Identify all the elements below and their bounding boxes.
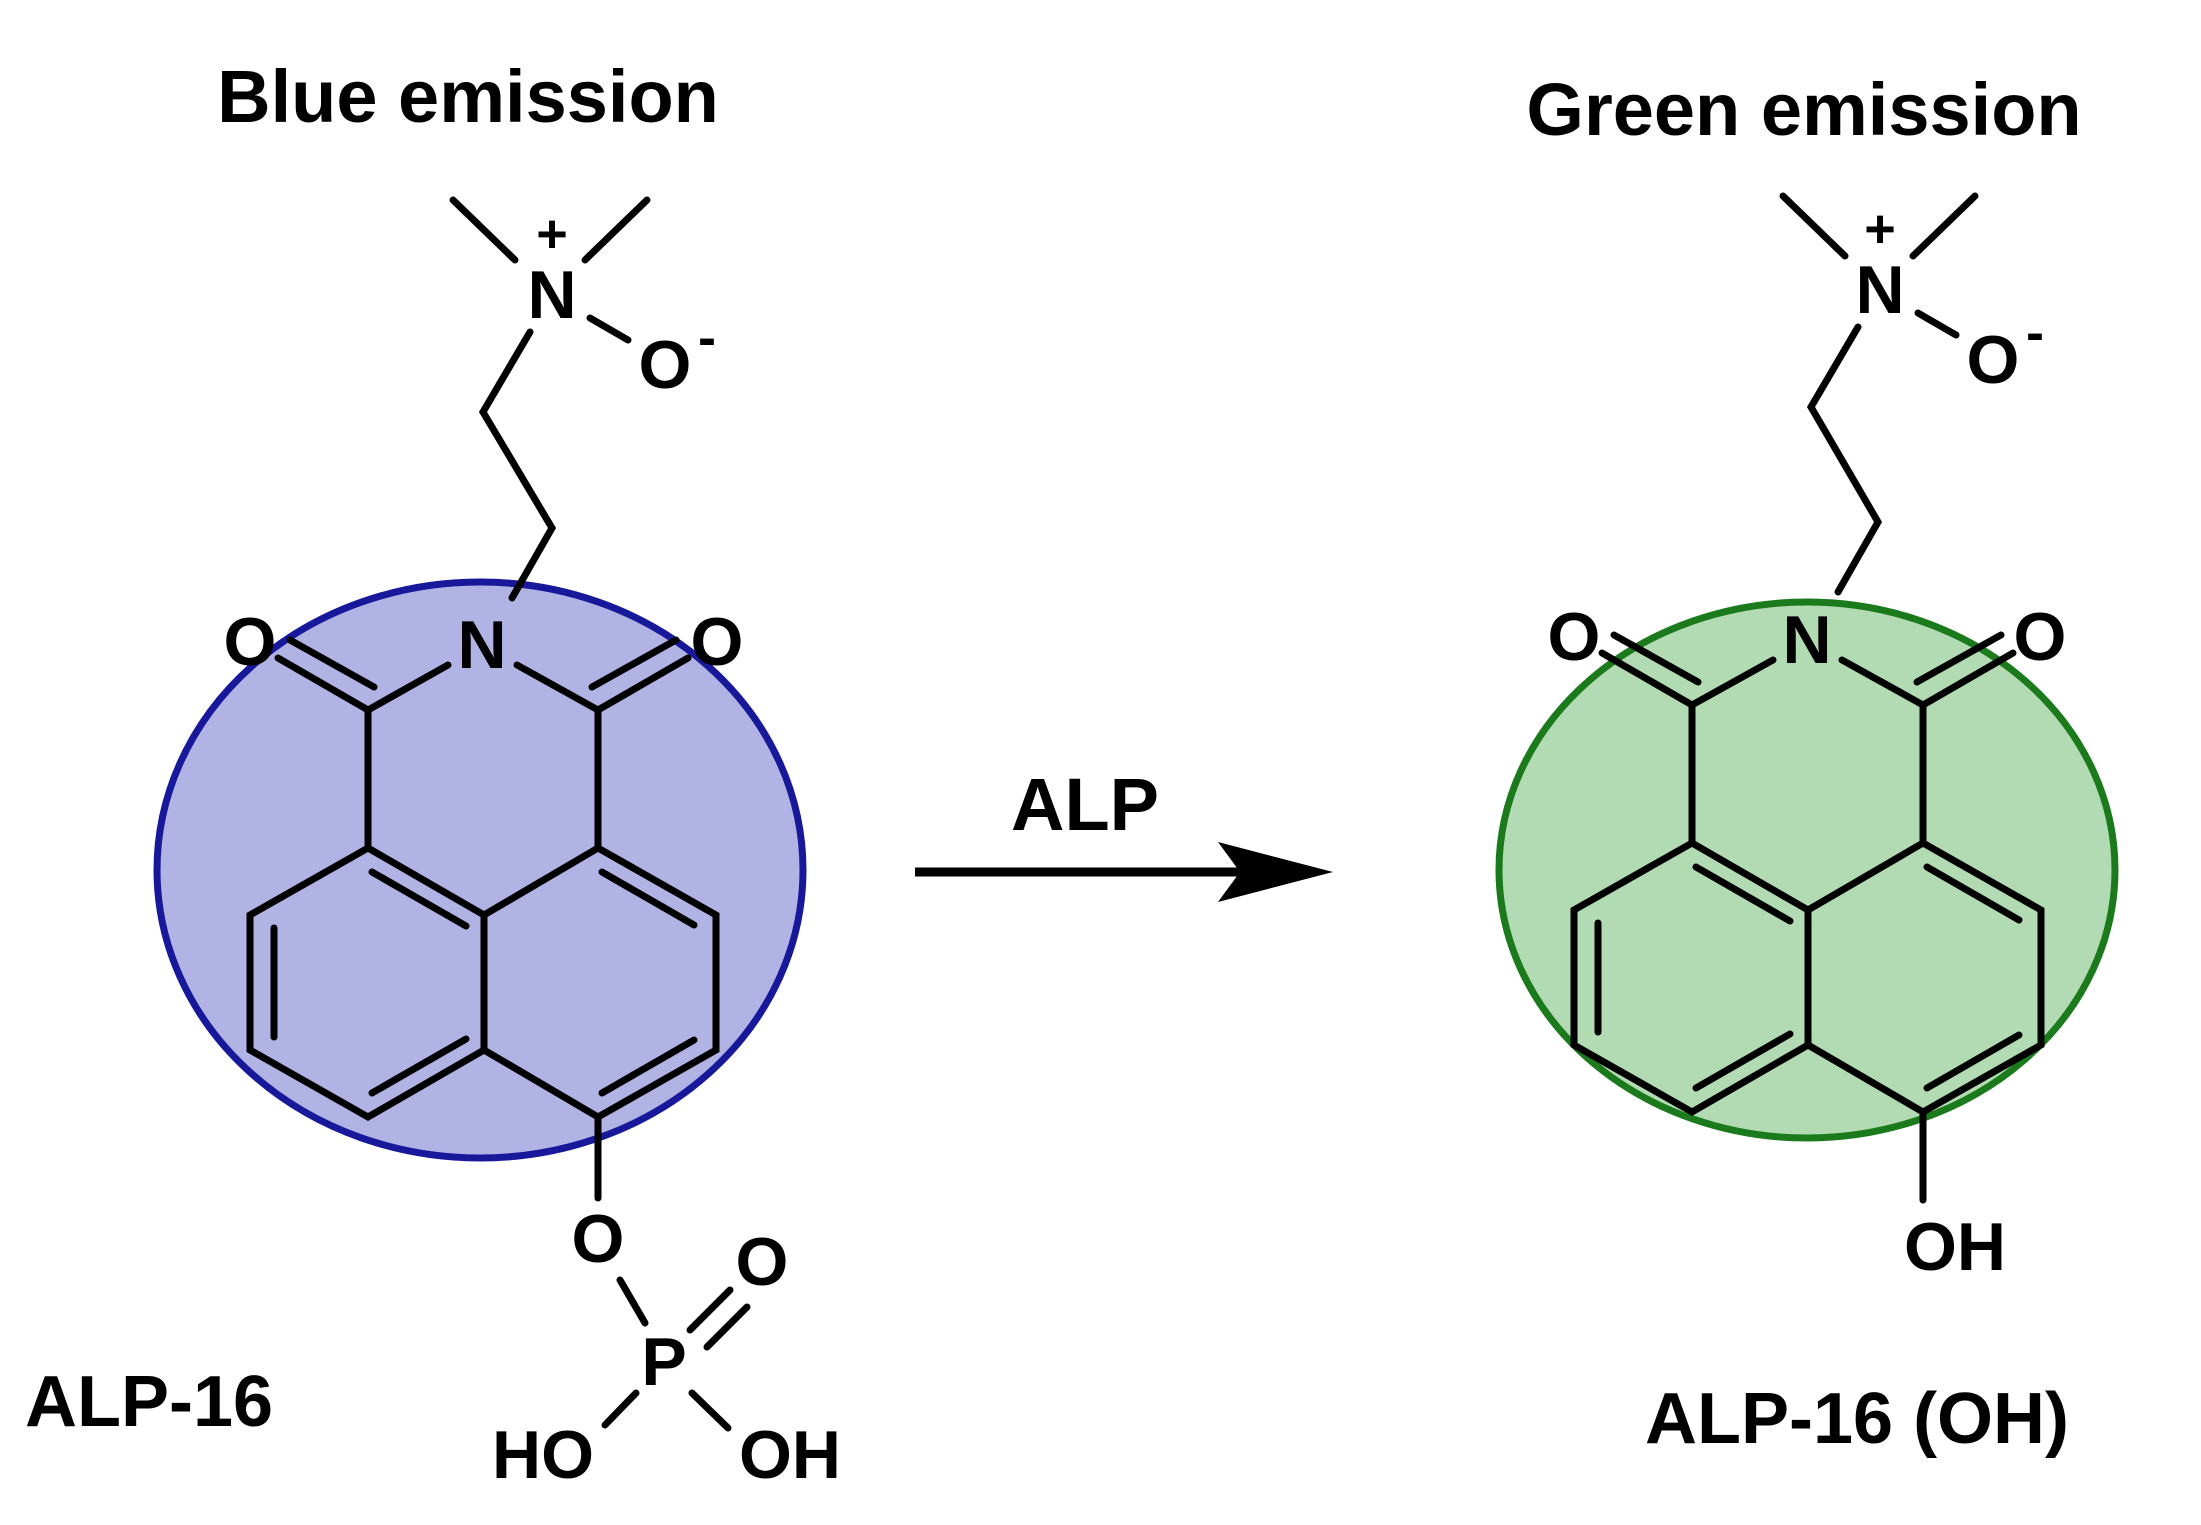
alp16-structure: Blue emission + N O - N O O O	[25, 55, 841, 1493]
carbonyl-left-bond-a	[274, 654, 372, 714]
aromatic-double-bond	[1692, 1030, 1794, 1092]
blue-emission-highlight	[153, 578, 807, 1162]
aromatic-double-bond	[598, 1036, 698, 1097]
n-methyl-bond-left	[1779, 192, 1849, 260]
carbonyl-oxygen-right: O	[691, 604, 744, 680]
ether-oxygen: O	[572, 1201, 625, 1277]
n-oxide-plus-charge: +	[536, 204, 568, 264]
hydroxyl-left: HO	[492, 1417, 594, 1493]
hydroxyl-right: OH	[739, 1417, 841, 1493]
p-o-double-bond-a	[686, 1286, 734, 1334]
compound-label-alp16-oh: ALP-16 (OH)	[1645, 1379, 2069, 1459]
carbonyl-right-bond-b	[1913, 631, 2005, 686]
carbonyl-left-bond-b	[1610, 631, 1702, 686]
ethylene-linker	[1806, 323, 1883, 596]
n-methyl-bond-right	[581, 196, 651, 264]
n-oxide-oxygen: O	[1967, 322, 2020, 398]
imide-bond-left	[364, 661, 452, 714]
carbonyl-oxygen-left: O	[1548, 599, 1601, 675]
arrow-head-icon	[1218, 842, 1333, 902]
ethylene-linker	[478, 328, 557, 602]
alp16-oh-structure: Green emission + N O - N O O OH	[1495, 68, 2119, 1459]
imide-bond-right	[1838, 656, 1927, 709]
carbonyl-oxygen-left: O	[224, 604, 277, 680]
aromatic-double-bond	[1923, 1031, 2023, 1092]
n-oxide-nitrogen: N	[527, 257, 576, 333]
reaction-arrow: ALP	[915, 763, 1333, 902]
aromatic-double-bond	[1923, 863, 2023, 924]
phosphorus-atom: P	[641, 1324, 686, 1400]
phosphoryl-oxygen: O	[736, 1224, 789, 1300]
carbonyl-left-bond-b	[286, 636, 378, 691]
arrow-label-alp: ALP	[1011, 763, 1159, 846]
p-oh-bond-right	[688, 1389, 732, 1432]
n-methyl-bond-left	[449, 196, 519, 264]
aromatic-double-bond	[1692, 863, 1794, 925]
imide-bond-left	[1688, 656, 1777, 709]
n-methyl-bond-right	[1909, 192, 1979, 260]
carbonyl-right-bond-a	[594, 654, 692, 714]
n-oxide-nitrogen: N	[1855, 252, 1904, 328]
n-o-bond	[1914, 309, 1960, 339]
n-o-bond	[586, 314, 632, 344]
n-oxide-oxygen: O	[639, 327, 692, 403]
n-oxide-plus-charge: +	[1864, 199, 1896, 259]
p-o-double-bond-b	[703, 1303, 751, 1351]
carbonyl-left-bond-a	[1598, 649, 1696, 709]
n-oxide-minus-charge: -	[2026, 303, 2044, 363]
n-oxide-minus-charge: -	[698, 308, 716, 368]
blue-emission-heading: Blue emission	[217, 55, 719, 138]
hydroxyl-group: OH	[1904, 1209, 2006, 1285]
imide-bond-right	[513, 661, 602, 714]
aromatic-double-bond	[368, 1035, 470, 1097]
imide-nitrogen: N	[1782, 602, 1831, 678]
carbonyl-right-bond-b	[588, 636, 680, 691]
green-emission-highlight	[1495, 598, 2119, 1142]
aromatic-double-bond	[368, 868, 470, 930]
imide-nitrogen: N	[457, 607, 506, 683]
carbonyl-right-bond-a	[1919, 649, 2017, 709]
green-emission-heading: Green emission	[1526, 68, 2081, 151]
o-p-bond	[616, 1276, 649, 1327]
carbonyl-oxygen-right: O	[2014, 599, 2067, 675]
aromatic-double-bond	[598, 868, 698, 929]
compound-label-alp16: ALP-16	[25, 1362, 273, 1442]
p-oh-bond-left	[601, 1389, 640, 1429]
